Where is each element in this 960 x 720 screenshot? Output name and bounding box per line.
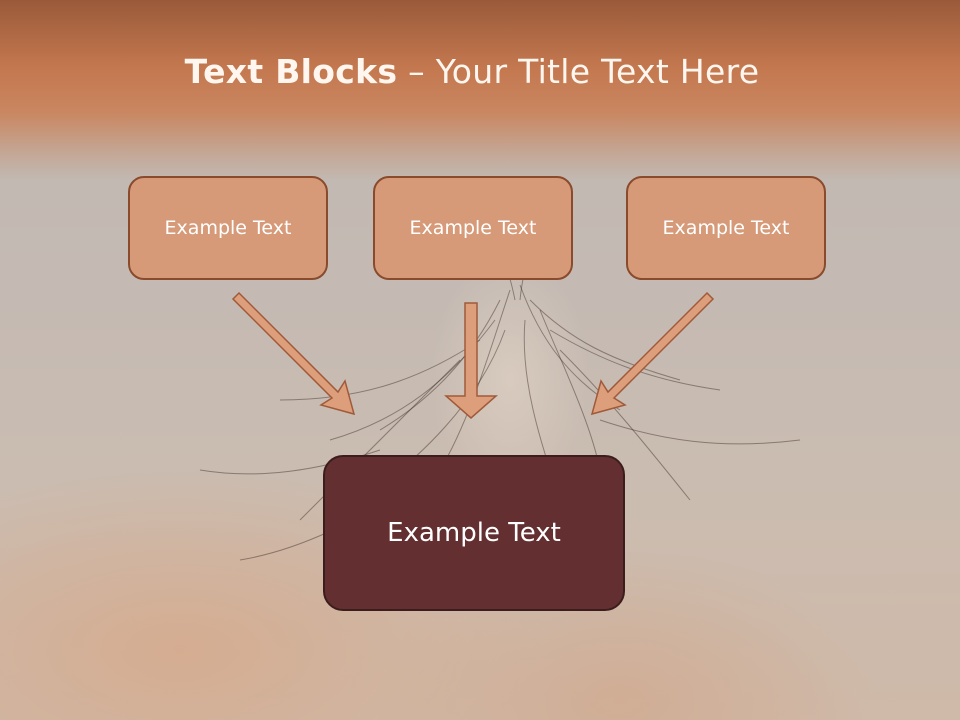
target-block: Example Text: [323, 455, 625, 611]
arrow-left-diagonal: [231, 291, 356, 416]
arrow-center-down: [444, 302, 498, 419]
text-block-2-label: Example Text: [409, 217, 537, 239]
title-bold-part: Text Blocks: [184, 52, 398, 91]
title-rest-part: – Your Title Text Here: [397, 52, 760, 91]
text-block-2: Example Text: [373, 176, 573, 280]
slide-title: Text Blocks – Your Title Text Here: [0, 52, 944, 91]
arrow-right-diagonal: [590, 291, 715, 416]
target-block-label: Example Text: [387, 518, 561, 548]
text-block-3: Example Text: [626, 176, 826, 280]
text-block-3-label: Example Text: [662, 217, 790, 239]
text-block-1: Example Text: [128, 176, 328, 280]
title-band: [0, 0, 960, 180]
text-block-1-label: Example Text: [164, 217, 292, 239]
